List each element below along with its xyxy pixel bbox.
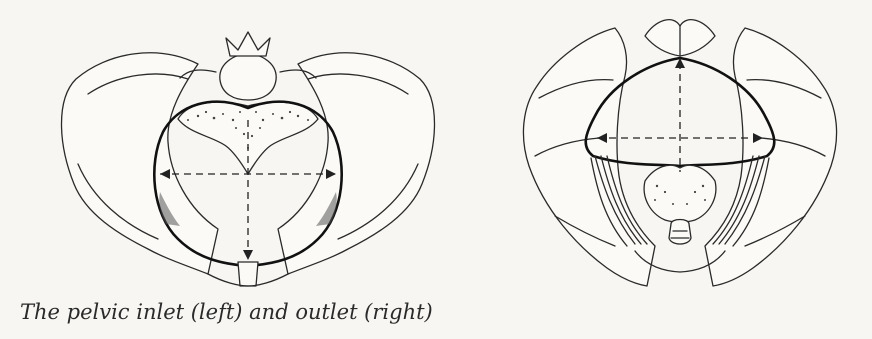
right-ilium: [705, 28, 837, 286]
right-iliac-wing: [278, 53, 435, 274]
pelvic-inlet-illustration: [48, 24, 448, 294]
lumbar-vertebra: [220, 54, 276, 100]
coccyx: [669, 220, 691, 245]
left-iliac-wing: [62, 53, 219, 274]
figure-caption: The pelvic inlet (left) and outlet (righ…: [20, 300, 433, 324]
left-ilium: [523, 28, 655, 286]
sacrum-outlet: [644, 165, 716, 222]
pelvic-outlet-illustration: [495, 6, 865, 296]
pubic-symphysis: [238, 262, 258, 286]
